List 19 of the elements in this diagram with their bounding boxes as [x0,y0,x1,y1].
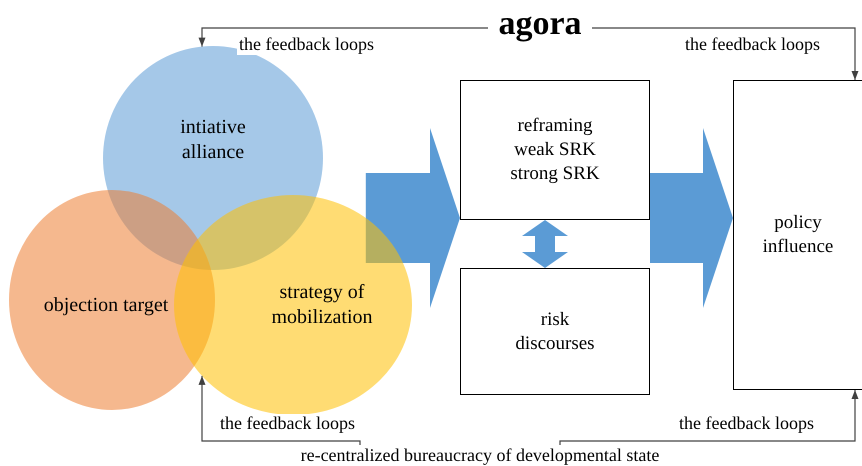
text-box: policy influence [733,80,862,390]
block-arrow [650,128,733,308]
arrow [559,390,858,445]
edge-label: the feedback loops [683,35,822,55]
heading-text: agora [488,4,592,45]
circle-label: strategy of mobilization [270,280,374,330]
edge-label: the feedback loops [677,414,816,434]
edge-label: the feedback loops [237,35,376,55]
circle-label: objection target [42,292,170,318]
text-box: risk discourses [460,268,650,395]
arrow [198,27,488,47]
arrow [198,376,361,445]
text-box: reframing weak SRK strong SRK [460,80,650,220]
circle-label: intiative alliance [179,115,247,165]
block-arrow [366,128,460,308]
edge-label: the feedback loops [218,414,357,434]
arrow [592,27,858,80]
caption-text: re-centralized bureaucracy of developmental state [200,445,760,466]
double-block-arrow [522,220,568,268]
